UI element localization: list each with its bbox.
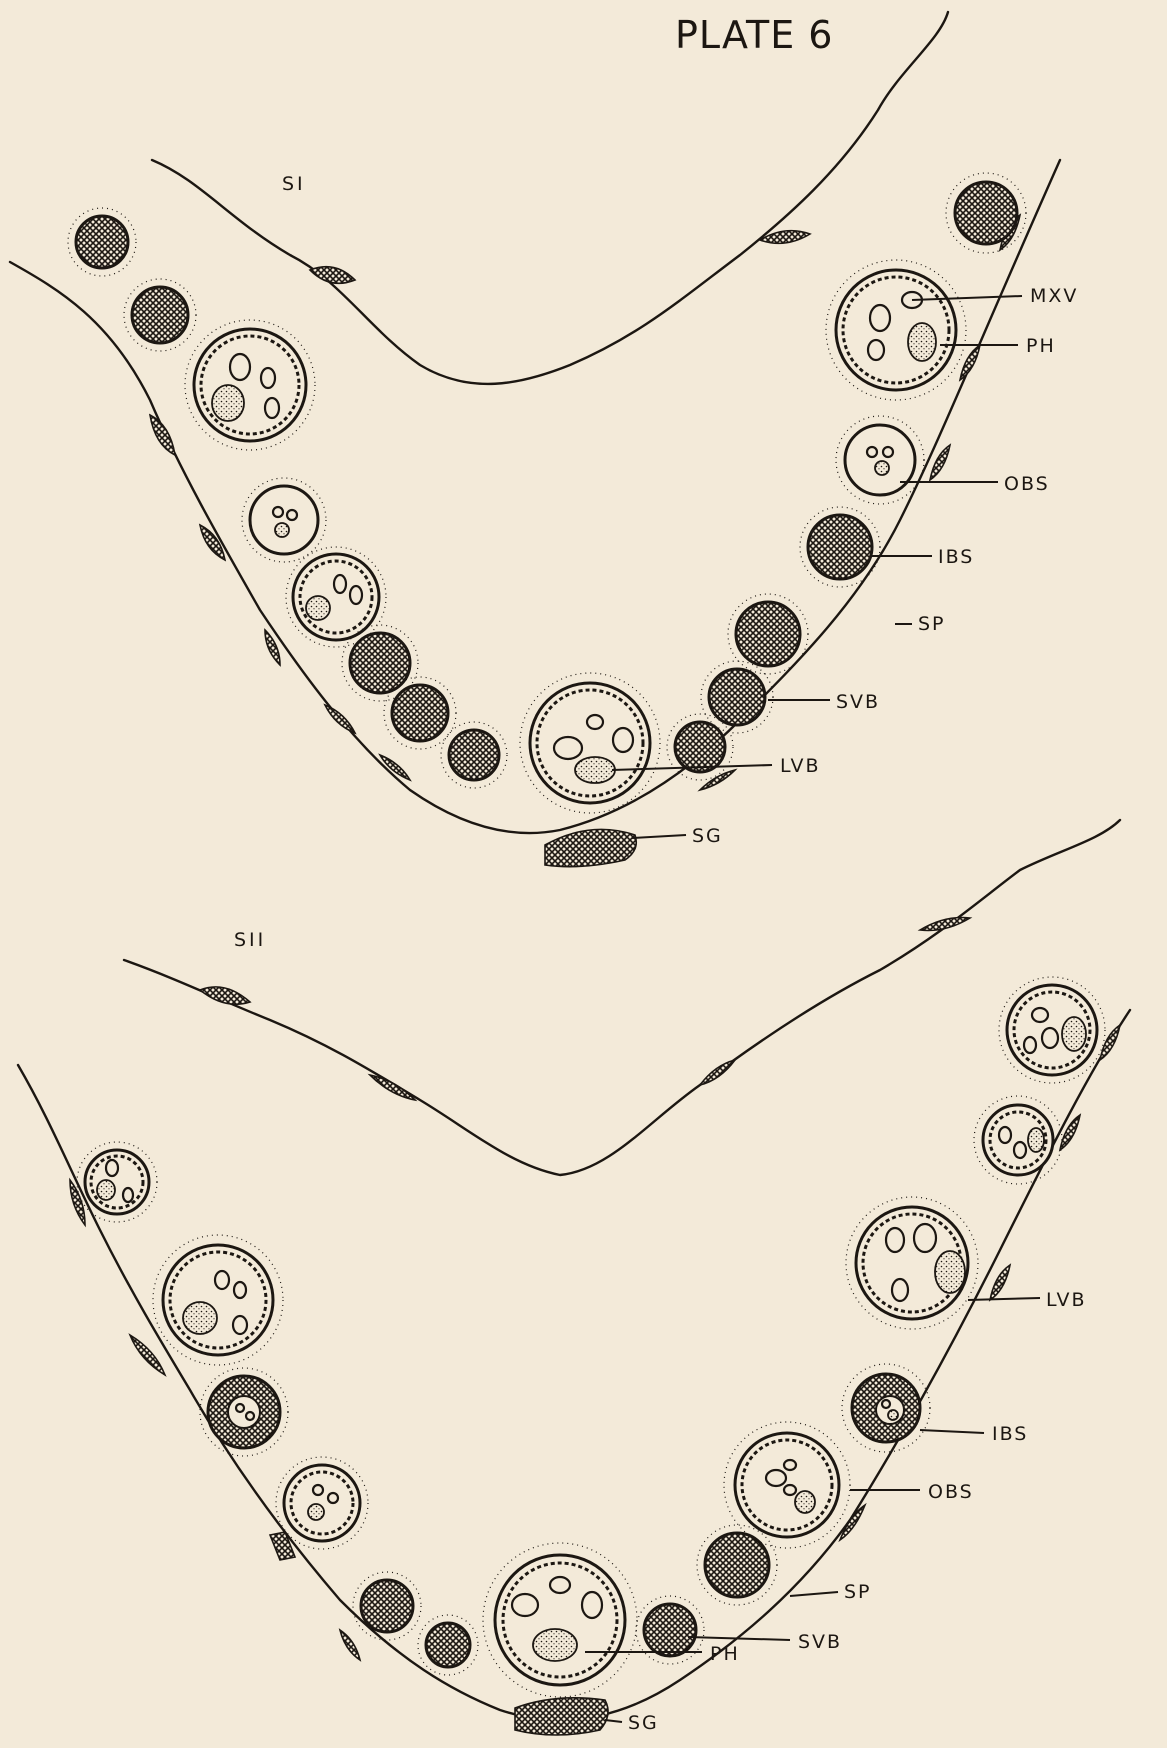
section-two-sg-body [515, 1698, 608, 1735]
epidermal-gland [370, 1075, 415, 1100]
large-vascular-bundle [495, 1555, 625, 1685]
small-vascular-bundle [85, 1150, 149, 1214]
label-ph: PH [1026, 335, 1056, 357]
label-obs: OBS [928, 1481, 974, 1503]
epidermal-gland [200, 987, 250, 1004]
small-vascular-bundle [392, 685, 448, 741]
label-obs: OBS [1004, 473, 1050, 495]
small-vascular-bundle [350, 633, 410, 693]
epidermal-gland [340, 1630, 360, 1660]
epidermal-gland [700, 770, 735, 790]
epidermal-gland [1100, 1025, 1120, 1060]
epidermal-gland [1060, 1115, 1080, 1150]
epidermal-gland [920, 918, 970, 931]
label-mxv: MXV [1030, 285, 1078, 307]
plate-title: PLATE 6 [675, 13, 833, 57]
epidermal-gland [270, 1532, 295, 1560]
small-vascular-bundle [426, 1623, 470, 1667]
section-one-label: SI [282, 173, 306, 195]
epidermal-gland [990, 1265, 1010, 1300]
section-two-label: SII [234, 929, 266, 951]
section-one-upper-epidermis [152, 12, 948, 384]
section-two: SII [18, 820, 1130, 1735]
label-lvb: LVB [780, 755, 821, 777]
label-ph: PH [710, 1643, 740, 1665]
small-vascular-bundle [709, 669, 765, 725]
small-vascular-bundle [808, 515, 872, 579]
section-two-bundles [77, 977, 1105, 1697]
label-svb: SVB [798, 1631, 842, 1653]
label-sp: SP [918, 613, 946, 635]
small-vascular-bundle [705, 1533, 769, 1597]
small-vascular-bundle [132, 287, 188, 343]
epidermal-gland [840, 1505, 865, 1540]
small-vascular-bundle [361, 1580, 413, 1632]
label-sg: SG [692, 825, 723, 847]
small-vascular-bundle [955, 182, 1017, 244]
section-one-sg-body [545, 829, 636, 866]
small-vascular-bundle [675, 722, 725, 772]
large-vascular-bundle [836, 270, 956, 390]
section-two-upper-epidermis [124, 820, 1120, 1175]
label-lvb: LVB [1046, 1289, 1087, 1311]
small-vascular-bundle [449, 730, 499, 780]
label-sp: SP [844, 1581, 872, 1603]
small-vascular-bundle [250, 486, 318, 554]
label-svb: SVB [836, 691, 880, 713]
label-ibs: IBS [992, 1423, 1028, 1445]
epidermal-gland [310, 267, 355, 284]
section-one-bundles [68, 173, 1026, 813]
epidermal-gland [150, 415, 175, 455]
small-vascular-bundle [736, 602, 800, 666]
epidermal-gland [325, 705, 355, 733]
large-vascular-bundle [293, 554, 379, 640]
small-vascular-bundle [284, 1465, 360, 1541]
label-sg: SG [628, 1712, 659, 1734]
epidermal-gland [700, 1060, 735, 1085]
large-vascular-bundle [194, 329, 306, 441]
large-vascular-bundle [163, 1245, 273, 1355]
small-vascular-bundle [644, 1604, 696, 1656]
section-one: SI [10, 12, 1078, 867]
small-vascular-bundle [845, 425, 915, 495]
small-vascular-bundle [76, 216, 128, 268]
label-ibs: IBS [938, 546, 974, 568]
